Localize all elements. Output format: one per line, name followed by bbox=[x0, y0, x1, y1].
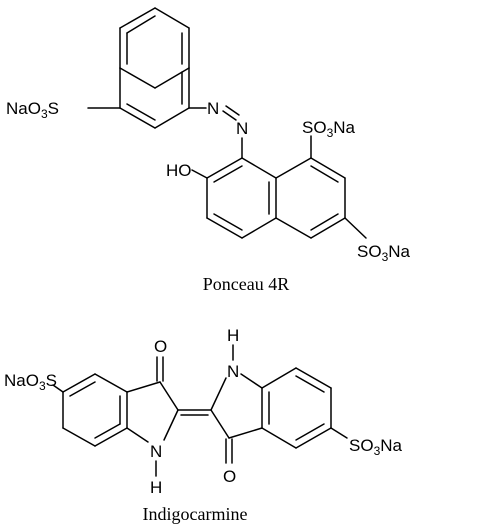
ponceau-naphthalene-1-lower-ring bbox=[119, 67, 190, 129]
indigo-left-pyrrole-ring bbox=[126, 381, 179, 443]
ponceau-naphthalene-2-right-ring bbox=[275, 157, 346, 239]
ponceau-ho-label: HO bbox=[166, 161, 192, 180]
indigo-so3na-label: SO3Na bbox=[349, 436, 403, 458]
indigo-left-benzene-ring bbox=[62, 373, 128, 447]
indigo-n-right-label: N bbox=[227, 362, 239, 381]
ponceau-4r-caption: Ponceau 4R bbox=[203, 274, 289, 294]
indigo-h-left-label: H bbox=[150, 478, 162, 497]
indigo-h-right-label: H bbox=[227, 326, 239, 345]
ponceau-so3na-top-label: SO3Na bbox=[302, 118, 356, 140]
indigo-right-pyrrole-ring bbox=[210, 373, 263, 439]
indigo-o-top-label: O bbox=[154, 337, 167, 356]
indigocarmine-caption: Indigocarmine bbox=[143, 504, 248, 524]
indigo-sulfonate-bond-right bbox=[330, 427, 348, 439]
indigo-nao3s-label: NaO3S bbox=[4, 371, 57, 393]
ponceau-naphthalene-1-upper-ring bbox=[119, 7, 190, 89]
ponceau-hydroxyl-bond bbox=[191, 169, 208, 179]
indigocarmine-structure: O N H O N H bbox=[4, 326, 403, 497]
indigo-n-left-label: N bbox=[150, 442, 162, 461]
ponceau-sulfonate-bond-bottom bbox=[344, 217, 367, 239]
indigo-right-benzene-ring bbox=[261, 367, 332, 449]
indigo-o-bottom-label: O bbox=[223, 467, 236, 486]
ponceau-azo-double-bond-b bbox=[225, 105, 240, 116]
ponceau-azo-n2: N bbox=[236, 119, 248, 138]
ponceau-azo-n1: N bbox=[207, 99, 219, 118]
ponceau-4r-structure: NaO3S N N bbox=[6, 7, 411, 264]
indigo-sulfonate-bond-left bbox=[52, 384, 64, 393]
ponceau-nao3s-label: NaO3S bbox=[6, 99, 59, 121]
ponceau-so3na-bottom-label: SO3Na bbox=[357, 242, 411, 264]
ponceau-naphthalene-2-left-ring bbox=[206, 157, 277, 239]
ponceau-azo-double-bond-a bbox=[222, 110, 237, 121]
